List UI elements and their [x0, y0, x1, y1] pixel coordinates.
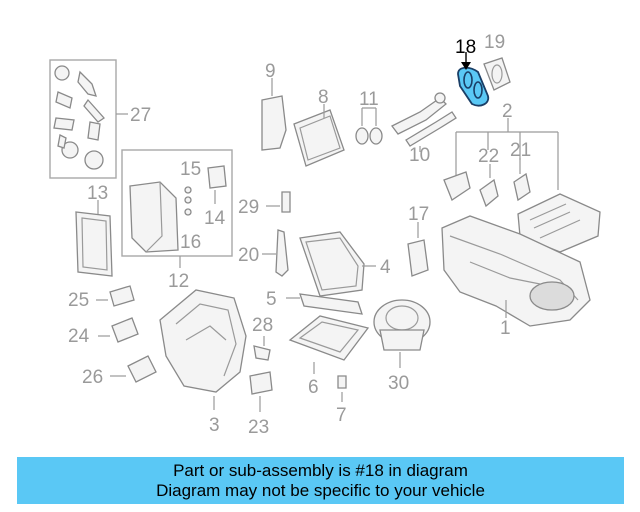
callout-4: 4 — [380, 257, 391, 278]
part-4-evaporator — [299, 231, 376, 297]
part-18-highlighted — [457, 52, 490, 107]
callout-24: 24 — [68, 326, 90, 347]
info-banner: Part or sub-assembly is #18 in diagram D… — [17, 457, 624, 504]
callout-16: 16 — [180, 232, 201, 253]
callout-10: 10 — [409, 145, 430, 166]
parts-28-23 — [249, 336, 273, 412]
parts-22-21 — [443, 158, 531, 208]
part-20-tube — [262, 229, 289, 277]
callout-27: 27 — [130, 105, 151, 126]
callout-3: 3 — [209, 415, 220, 436]
part-2-bracket — [455, 118, 559, 190]
part-17 — [407, 222, 429, 277]
callout-5: 5 — [266, 289, 277, 310]
callout-8: 8 — [318, 87, 329, 108]
parts-diagram: 18 19 9 8 11 27 2 13 15 22 21 14 29 17 1… — [49, 32, 601, 438]
callout-19: 19 — [484, 32, 505, 53]
part-8-heater-core — [293, 104, 345, 167]
part-1-main-housing — [441, 215, 591, 327]
callout-18: 18 — [455, 37, 476, 58]
callout-7: 7 — [336, 405, 347, 426]
callout-15: 15 — [180, 159, 201, 180]
part-12-group — [121, 149, 233, 268]
part-7 — [337, 375, 347, 402]
banner-line-part: Part or sub-assembly is #18 in diagram — [173, 461, 468, 480]
part-10-pipes — [391, 92, 457, 152]
callout-9: 9 — [265, 61, 276, 82]
callout-12: 12 — [168, 271, 189, 292]
part-30-blower — [373, 299, 431, 368]
callout-14: 14 — [204, 208, 226, 229]
part-6-tray — [288, 315, 370, 374]
callout-28: 28 — [252, 315, 273, 336]
callout-13: 13 — [87, 183, 108, 204]
part-19 — [483, 57, 511, 91]
callout-6: 6 — [308, 377, 319, 398]
callout-29: 29 — [238, 197, 259, 218]
callout-20: 20 — [238, 245, 259, 266]
part-9 — [261, 78, 287, 151]
callout-30: 30 — [388, 373, 409, 394]
callout-1: 1 — [500, 318, 511, 339]
callout-11: 11 — [359, 89, 379, 110]
part-5 — [286, 293, 363, 315]
part-29 — [266, 191, 291, 213]
callout-25: 25 — [68, 290, 89, 311]
part-13-filter — [75, 200, 113, 277]
part-11-orings — [355, 107, 383, 145]
callout-23: 23 — [248, 417, 269, 438]
callout-2: 2 — [502, 101, 513, 122]
callout-26: 26 — [82, 367, 103, 388]
part-27-group — [49, 59, 128, 179]
parts-25-24-26 — [96, 285, 157, 383]
callout-21: 21 — [510, 140, 531, 161]
part-3-housing — [159, 289, 247, 410]
callout-17: 17 — [408, 204, 429, 225]
callout-22: 22 — [478, 146, 499, 167]
banner-line-disclaimer: Diagram may not be specific to your vehi… — [156, 481, 485, 500]
